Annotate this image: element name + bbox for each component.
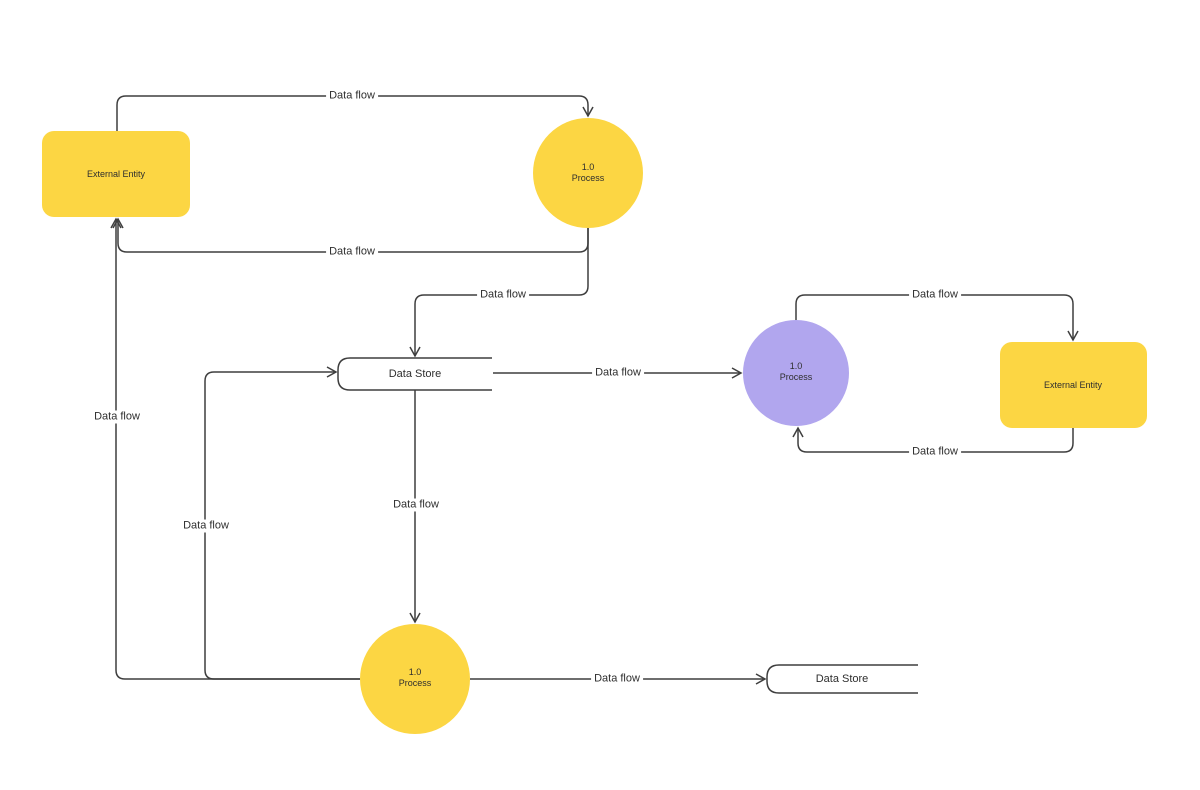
nodes-layer xyxy=(42,118,1147,734)
process-right-shape xyxy=(743,320,849,426)
process-bottom-name: Process xyxy=(398,678,432,688)
external-entity-left-label: External Entity xyxy=(86,169,146,179)
edge-label-data-store-middle-to-process-bottom: Data flow xyxy=(390,498,442,512)
edge-label-ee-right-to-process-right: Data flow xyxy=(909,445,961,459)
process-right-name: Process xyxy=(779,372,813,382)
data-store-bottom-shape xyxy=(766,664,918,694)
process-bottom-label: 1.0 Process xyxy=(399,667,432,689)
process-top-label: 1.0 Process xyxy=(572,162,605,184)
data-store-bottom-label: Data Store xyxy=(815,673,869,685)
edge-label-process-right-to-ee-right: Data flow xyxy=(909,288,961,302)
data-store-middle-label: Data Store xyxy=(388,368,442,380)
edge-process-right-to-ee-right xyxy=(795,294,1079,342)
process-top-name: Process xyxy=(571,173,605,183)
external-entity-right-label: External Entity xyxy=(1043,380,1103,390)
process-bottom-shape xyxy=(360,624,470,734)
edge-label-process-bottom-to-data-store-middle: Data flow xyxy=(180,519,232,533)
process-right-number: 1.0 xyxy=(789,361,803,371)
edge-label-process-bottom-to-data-store-bottom: Data flow xyxy=(591,672,643,686)
process-top-number: 1.0 xyxy=(581,162,595,172)
edge-label-data-store-middle-to-process-right: Data flow xyxy=(592,366,644,380)
edge-label-process-top-to-ee-left: Data flow xyxy=(326,245,378,259)
process-bottom-number: 1.0 xyxy=(408,667,422,677)
process-right-label: 1.0 Process xyxy=(780,361,813,383)
edge-label-ee-left-to-process-top: Data flow xyxy=(326,89,378,103)
process-top-shape xyxy=(533,118,643,228)
external-entity-left-shape xyxy=(42,131,190,217)
external-entity-right-shape xyxy=(1000,342,1147,428)
edge-label-process-bottom-to-ee-left: Data flow xyxy=(91,410,143,424)
edge-process-bottom-to-ee-left xyxy=(110,217,360,680)
edge-label-process-top-to-data-store-middle: Data flow xyxy=(477,288,529,302)
data-store-middle-shape xyxy=(337,357,492,391)
